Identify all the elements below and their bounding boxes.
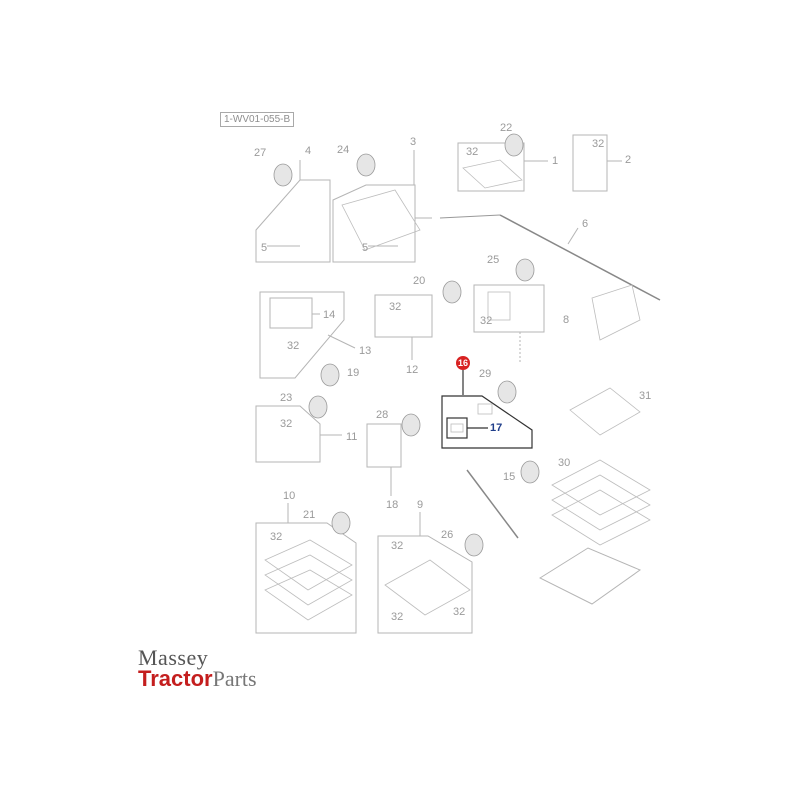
brand-line1: Massey	[138, 645, 209, 670]
highlighted-callout-16[interactable]: 16	[456, 356, 470, 370]
callout-6[interactable]: 6	[582, 218, 589, 230]
callout-28[interactable]: 28	[376, 409, 389, 421]
callout-5[interactable]: 5	[261, 242, 268, 254]
callout-8[interactable]: 8	[563, 314, 570, 326]
callout-32[interactable]: 32	[391, 611, 404, 623]
callout-32[interactable]: 32	[270, 531, 283, 543]
callout-25[interactable]: 25	[487, 254, 500, 266]
callout-15[interactable]: 15	[503, 471, 516, 483]
callout-31[interactable]: 31	[639, 390, 652, 402]
brand-line2: TractorParts	[138, 668, 257, 690]
callout-5[interactable]: 5	[362, 242, 369, 254]
callout-9[interactable]: 9	[417, 499, 424, 511]
callout-1[interactable]: 1	[552, 155, 559, 167]
callout-13[interactable]: 13	[359, 345, 372, 357]
callout-32[interactable]: 32	[592, 138, 605, 150]
callout-20[interactable]: 20	[413, 275, 426, 287]
callout-32[interactable]: 32	[280, 418, 293, 430]
callout-23[interactable]: 23	[280, 392, 293, 404]
callout-30[interactable]: 30	[558, 457, 571, 469]
callout-32[interactable]: 32	[480, 315, 493, 327]
callout-27[interactable]: 27	[254, 147, 267, 159]
highlighted-callout-17[interactable]: 17	[490, 422, 503, 434]
callout-2[interactable]: 2	[625, 154, 632, 166]
callout-26[interactable]: 26	[441, 529, 454, 541]
callout-32[interactable]: 32	[466, 146, 479, 158]
callout-24[interactable]: 24	[337, 144, 350, 156]
callout-32[interactable]: 32	[391, 540, 404, 552]
callout-32[interactable]: 32	[453, 606, 466, 618]
callout-14[interactable]: 14	[323, 309, 336, 321]
reference-code: 1-WV01-055-B	[220, 112, 295, 127]
callout-19[interactable]: 19	[347, 367, 360, 379]
callout-12[interactable]: 12	[406, 364, 419, 376]
callout-4[interactable]: 4	[305, 145, 312, 157]
callout-18[interactable]: 18	[386, 499, 399, 511]
callout-32[interactable]: 32	[389, 301, 402, 313]
callout-3[interactable]: 3	[410, 136, 417, 148]
callout-21[interactable]: 21	[303, 509, 316, 521]
callout-11[interactable]: 11	[346, 431, 358, 443]
brand-tractor: Tractor	[138, 666, 213, 691]
brand-logo: Massey TractorParts	[138, 645, 257, 690]
callout-22[interactable]: 22	[500, 122, 513, 134]
brand-parts: Parts	[212, 666, 257, 691]
callout-10[interactable]: 10	[283, 490, 296, 502]
callout-32[interactable]: 32	[287, 340, 300, 352]
callout-29[interactable]: 29	[479, 368, 492, 380]
